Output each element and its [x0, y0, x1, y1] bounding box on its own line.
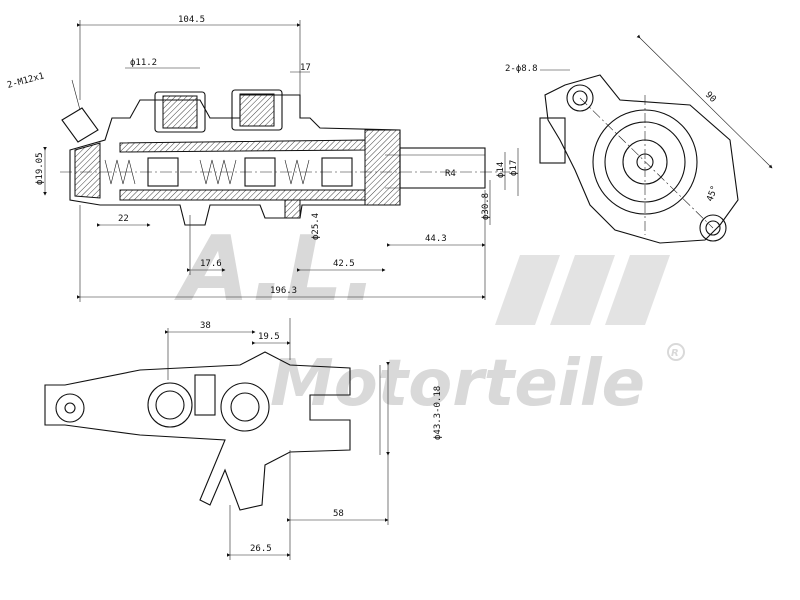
plan-view [44, 351, 381, 511]
dim-dia-25-4: ϕ25.4 [311, 213, 321, 240]
watermark: A.L. Motorteile R [174, 217, 685, 421]
registered-mark-icon [667, 343, 685, 361]
dim-dia-30-8: ϕ30.8 [481, 193, 491, 220]
dim-19-5: 19.5 [258, 332, 280, 342]
dim-dia-17: ϕ17 [509, 160, 519, 176]
watermark-monogram: A.L. [174, 217, 377, 322]
dim-58: 58 [333, 509, 344, 519]
watermark-brand: Motorteile [270, 347, 645, 421]
dim-44-3: 44.3 [425, 234, 447, 244]
dim-r4: R4 [445, 169, 456, 179]
dim-42-5: 42.5 [333, 259, 355, 269]
dim-45-deg: 45° [705, 184, 720, 203]
dim-38: 38 [200, 321, 211, 331]
dim-dia-19-05: ϕ19.05 [35, 152, 45, 185]
end-view-dimensions: 2-ϕ8.8 90 45° [505, 34, 773, 203]
dim-dia-11-2: ϕ11.2 [130, 58, 157, 68]
dim-26-5: 26.5 [250, 544, 272, 554]
watermark-stripes-icon [495, 255, 670, 325]
dim-196-3: 196.3 [270, 286, 297, 296]
dim-dia-43-3: ϕ43.3-0.18 [433, 386, 443, 440]
plan-view-dimensions: 38 19.5 ϕ43.3-0.18 58 26.5 [165, 318, 443, 560]
watermark-registered: R [671, 348, 679, 359]
dim-17: 17 [300, 63, 311, 73]
dim-dia-14: ϕ14 [496, 162, 506, 178]
dim-22: 22 [118, 214, 129, 224]
dim-17-6: 17.6 [200, 259, 222, 269]
dim-90: 90 [703, 90, 718, 105]
section-view [60, 79, 510, 226]
dim-thread: 2-M12x1 [6, 71, 45, 90]
dim-holes: 2-ϕ8.8 [505, 64, 538, 74]
dim-104-5: 104.5 [178, 15, 205, 25]
